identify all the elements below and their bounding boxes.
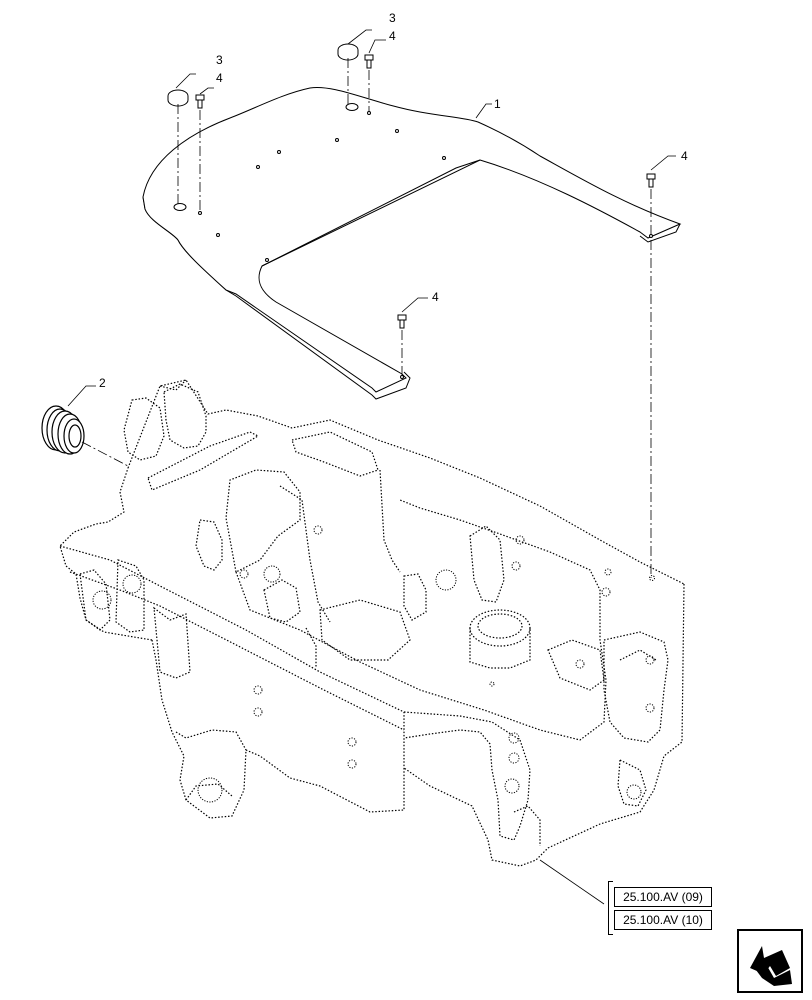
callout-4: 4 xyxy=(216,71,223,85)
callout-3: 3 xyxy=(389,11,396,25)
callout-3: 3 xyxy=(216,53,223,67)
frame-housing xyxy=(59,379,685,867)
assembly-lines xyxy=(81,58,652,578)
callout-4: 4 xyxy=(432,290,439,304)
leader-lines xyxy=(67,29,676,905)
grommet xyxy=(41,405,85,455)
reference-bracket xyxy=(608,881,613,935)
reference-link-09[interactable]: 25.100.AV (09) xyxy=(614,887,712,907)
cover-plate xyxy=(142,86,682,400)
callout-1: 1 xyxy=(494,97,501,111)
callout-4: 4 xyxy=(389,29,396,43)
bolt xyxy=(195,54,656,329)
callout-4: 4 xyxy=(681,149,688,163)
reference-link-10[interactable]: 25.100.AV (10) xyxy=(614,910,712,930)
callout-2: 2 xyxy=(99,376,106,390)
return-arrow-icon[interactable] xyxy=(736,928,804,994)
frame-holes xyxy=(92,525,655,803)
